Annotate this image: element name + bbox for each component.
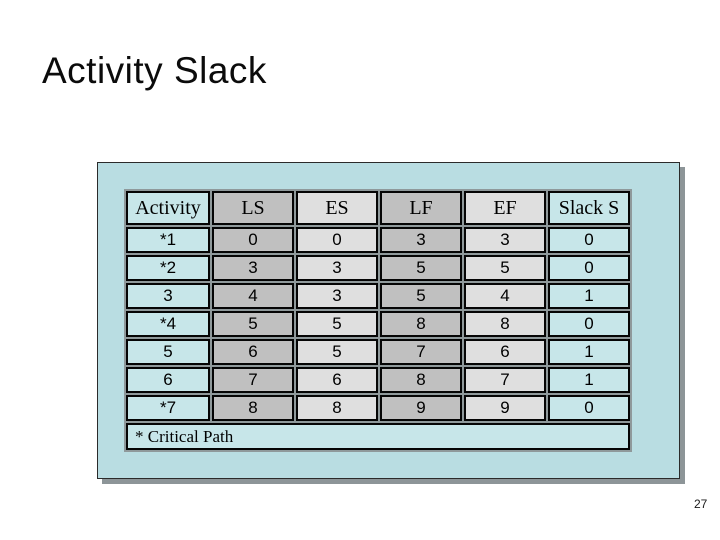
cell-es: 3 (296, 255, 378, 281)
cell-ef: 8 (464, 311, 546, 337)
cell-ef: 9 (464, 395, 546, 421)
footnote-row: * Critical Path (126, 423, 630, 450)
col-header-lf: LF (380, 191, 462, 225)
cell-es: 0 (296, 227, 378, 253)
cell-ls: 4 (212, 283, 294, 309)
cell-lf: 7 (380, 339, 462, 365)
cell-lf: 9 (380, 395, 462, 421)
cell-ls: 6 (212, 339, 294, 365)
table-row: 5 6 5 7 6 1 (126, 339, 630, 365)
cell-ef: 3 (464, 227, 546, 253)
cell-ls: 7 (212, 367, 294, 393)
cell-es: 6 (296, 367, 378, 393)
cell-ls: 8 (212, 395, 294, 421)
cell-slack: 0 (548, 395, 630, 421)
cell-slack: 1 (548, 283, 630, 309)
critical-path-note: * Critical Path (126, 423, 630, 450)
slide-title: Activity Slack (42, 50, 267, 91)
cell-es: 5 (296, 339, 378, 365)
cell-lf: 5 (380, 255, 462, 281)
col-header-activity: Activity (126, 191, 210, 225)
col-header-ef: EF (464, 191, 546, 225)
cell-slack: 0 (548, 311, 630, 337)
cell-activity: *2 (126, 255, 210, 281)
cell-activity: *4 (126, 311, 210, 337)
cell-activity: *1 (126, 227, 210, 253)
cell-lf: 8 (380, 367, 462, 393)
cell-ls: 0 (212, 227, 294, 253)
table-row: *2 3 3 5 5 0 (126, 255, 630, 281)
cell-activity: 3 (126, 283, 210, 309)
cell-es: 3 (296, 283, 378, 309)
table-row: *4 5 5 8 8 0 (126, 311, 630, 337)
col-header-slack: Slack S (548, 191, 630, 225)
cell-slack: 0 (548, 255, 630, 281)
col-header-ls: LS (212, 191, 294, 225)
cell-lf: 5 (380, 283, 462, 309)
page-number: 27 (694, 497, 708, 511)
cell-es: 8 (296, 395, 378, 421)
cell-slack: 1 (548, 367, 630, 393)
table-row: 6 7 6 8 7 1 (126, 367, 630, 393)
cell-ef: 4 (464, 283, 546, 309)
cell-ef: 7 (464, 367, 546, 393)
cell-ef: 5 (464, 255, 546, 281)
cell-ls: 3 (212, 255, 294, 281)
table-row: *1 0 0 3 3 0 (126, 227, 630, 253)
cell-slack: 0 (548, 227, 630, 253)
cell-ls: 5 (212, 311, 294, 337)
header-row: Activity LS ES LF EF Slack S (126, 191, 630, 225)
col-header-es: ES (296, 191, 378, 225)
cell-activity: 6 (126, 367, 210, 393)
cell-activity: *7 (126, 395, 210, 421)
cell-activity: 5 (126, 339, 210, 365)
cell-lf: 8 (380, 311, 462, 337)
cell-ef: 6 (464, 339, 546, 365)
activity-slack-table: Activity LS ES LF EF Slack S *1 0 0 3 3 … (124, 189, 632, 452)
cell-lf: 3 (380, 227, 462, 253)
table-row: 3 4 3 5 4 1 (126, 283, 630, 309)
cell-es: 5 (296, 311, 378, 337)
table-panel: Activity LS ES LF EF Slack S *1 0 0 3 3 … (97, 162, 680, 479)
table-row: *7 8 8 9 9 0 (126, 395, 630, 421)
cell-slack: 1 (548, 339, 630, 365)
